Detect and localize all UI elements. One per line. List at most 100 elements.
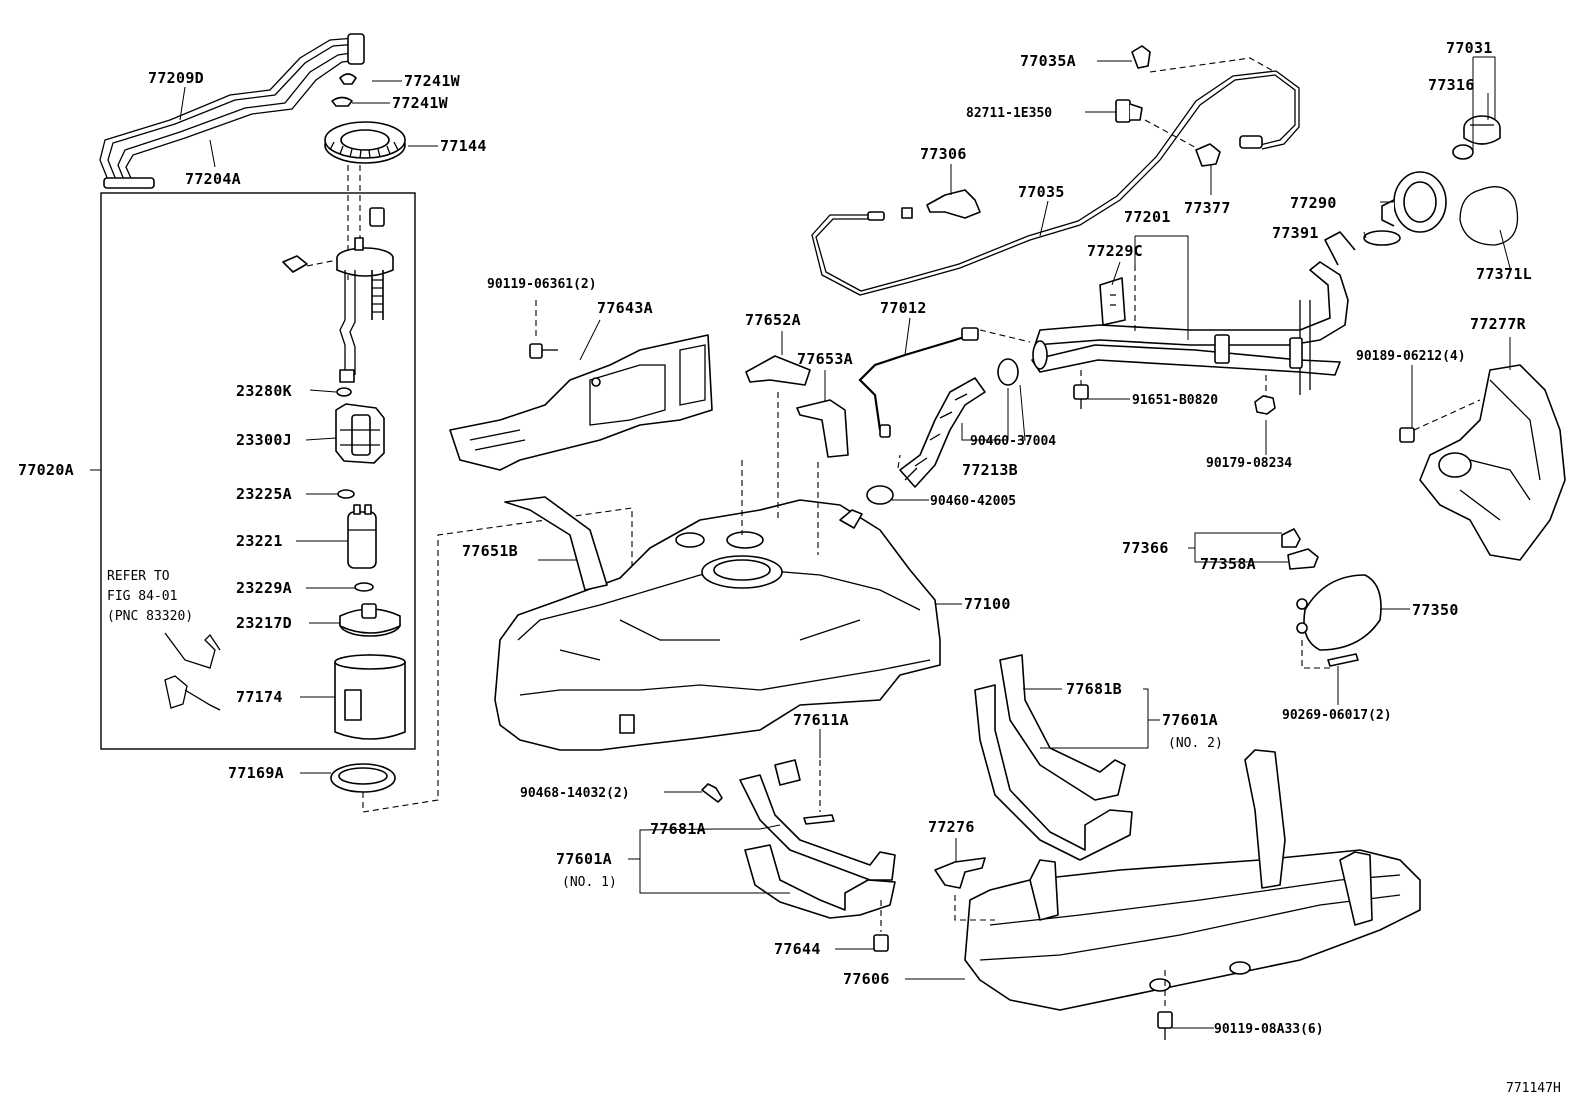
canister-77174 <box>334 654 406 740</box>
callout-77651B: 77651B <box>462 542 518 560</box>
callout-77611A: 77611A <box>793 711 849 729</box>
callout-77290: 77290 <box>1290 194 1337 212</box>
fuel-tank-77100 <box>494 499 941 751</box>
callout-77681B: 77681B <box>1066 680 1122 698</box>
callout-90119-06361: 90119-06361(2) <box>487 277 597 292</box>
band-77651B <box>504 496 608 591</box>
filter-23217D <box>339 603 401 637</box>
callout-77035A: 77035A <box>1020 52 1076 70</box>
callout-77100: 77100 <box>964 595 1011 613</box>
strap-77681B <box>974 654 1133 861</box>
gasket-77169A <box>330 763 396 793</box>
gasket-77371L <box>1459 186 1519 246</box>
callout-90269-06017: 90269-06017(2) <box>1282 708 1392 723</box>
o-ring-23280K <box>336 387 352 397</box>
fuel-door-77350 <box>1296 574 1382 669</box>
clip-77241W-upper <box>339 73 357 85</box>
callout-23225A: 23225A <box>236 485 292 503</box>
bracket-77277R <box>1419 364 1566 561</box>
part-77377 <box>1195 143 1221 167</box>
clip-77366 <box>1281 528 1301 548</box>
callout-77391: 77391 <box>1272 224 1319 242</box>
callout-23280K: 23280K <box>236 382 292 400</box>
fuel-pump-23221 <box>347 504 377 569</box>
clip-90468-14032 <box>701 783 723 803</box>
bracket-77229C <box>1099 265 1136 335</box>
callout-23217D: 23217D <box>236 614 292 632</box>
callout-77144: 77144 <box>440 137 487 155</box>
leader-lines <box>90 56 1511 1029</box>
note-refer-1: REFER TO <box>107 569 170 584</box>
callout-77358A: 77358A <box>1200 555 1256 573</box>
callout-77276: 77276 <box>928 818 975 836</box>
callout-90119-08A33: 90119-08A33(6) <box>1214 1022 1324 1037</box>
bolt-90119-08A33 <box>1157 970 1173 1040</box>
callout-77366: 77366 <box>1122 539 1169 557</box>
callout-90460-37004: 90460-37004 <box>970 434 1056 449</box>
hose-77213B <box>866 358 1019 505</box>
callout-23221: 23221 <box>236 532 283 550</box>
note-no2: (NO. 2) <box>1168 736 1223 751</box>
o-ring-23225A <box>337 489 355 499</box>
callout-77012: 77012 <box>880 299 927 317</box>
bolt-77611A <box>803 760 835 825</box>
bolt-77644 <box>873 900 889 952</box>
fuel-pump-bracket <box>282 207 394 383</box>
callout-77350: 77350 <box>1412 601 1459 619</box>
callout-77601A-1: 77601A <box>556 850 612 868</box>
fuel-tube-77204A <box>117 51 359 186</box>
filler-pipe-77201 <box>1031 231 1356 395</box>
clip-77035A <box>1131 45 1151 69</box>
callout-91651-B0820: 91651-B0820 <box>1132 393 1218 408</box>
callout-77653A: 77653A <box>797 350 853 368</box>
note-refer-3: (PNC 83320) <box>107 609 193 624</box>
callout-77644: 77644 <box>774 940 821 958</box>
callout-77377: 77377 <box>1184 199 1231 217</box>
callout-77035: 77035 <box>1018 183 1065 201</box>
bracket-77306 <box>926 189 981 219</box>
callout-77174: 77174 <box>236 688 283 706</box>
callout-77229C: 77229C <box>1087 242 1143 260</box>
screw-90269-06017 <box>1327 653 1359 667</box>
nut-90179-08234 <box>1254 395 1276 415</box>
protector-77643A <box>449 334 713 471</box>
callout-77652A: 77652A <box>745 311 801 329</box>
bracket-77276 <box>934 857 995 921</box>
clip-77241W-lower <box>331 96 353 107</box>
pad-77653A <box>796 399 849 458</box>
callout-82711-1E350: 82711-1E350 <box>966 106 1052 121</box>
o-ring-77391 <box>1363 230 1401 246</box>
strap-77681A <box>739 759 896 919</box>
callout-90189-06212: 90189-06212(4) <box>1356 349 1466 364</box>
assembly-box-77020A <box>100 192 416 750</box>
callout-90468-14032: 90468-14032(2) <box>520 786 630 801</box>
callout-90179-08234: 90179-08234 <box>1206 456 1292 471</box>
clip-77358A <box>1287 548 1319 570</box>
callout-77601A-2: 77601A <box>1162 711 1218 729</box>
hose-77012 <box>858 327 1031 438</box>
bolt-90119-06361 <box>529 300 558 359</box>
bolt-90189-06212 <box>1399 399 1481 443</box>
callout-77020A: 77020A <box>18 461 74 479</box>
callout-77031: 77031 <box>1446 39 1493 57</box>
callout-90460-42005: 90460-42005 <box>930 494 1016 509</box>
part-labels: 77209D 77241W 77241W 77144 77204A 77020A… <box>18 39 1561 1096</box>
protector-77606 <box>964 749 1421 1011</box>
callout-77681A: 77681A <box>650 820 706 838</box>
callout-77277R: 77277R <box>1470 315 1527 333</box>
callout-77241W-2: 77241W <box>392 94 449 112</box>
callout-77306: 77306 <box>920 145 967 163</box>
callout-77201: 77201 <box>1124 208 1171 226</box>
bolt-91651-B0820 <box>1073 370 1089 409</box>
callout-23229A: 23229A <box>236 579 292 597</box>
callout-77316: 77316 <box>1428 76 1475 94</box>
retainer-ring-77144 <box>324 121 406 164</box>
callout-77371L: 77371L <box>1476 265 1532 283</box>
note-no1: (NO. 1) <box>562 875 617 890</box>
callout-77169A: 77169A <box>228 764 284 782</box>
callout-23300J: 23300J <box>236 431 292 449</box>
fuel-tube-77209D <box>99 37 356 186</box>
diagram-id: 771147H <box>1506 1081 1561 1096</box>
fuel-cap-77031 <box>1463 115 1501 145</box>
